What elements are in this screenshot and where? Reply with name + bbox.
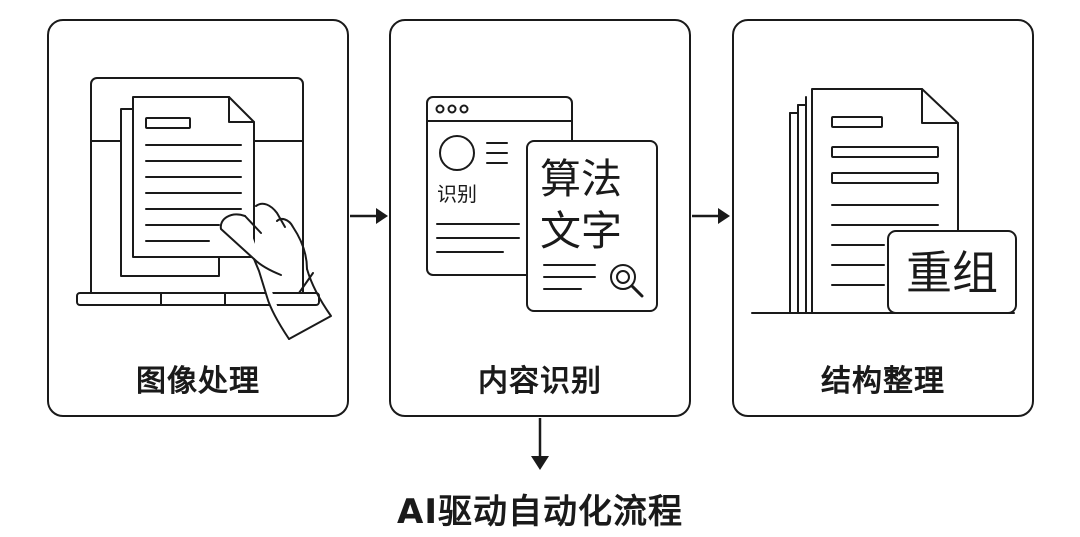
recognition-text-line1: 算法 [540, 155, 622, 203]
step-card-content-recognition: 识别 算法 文字 内容识别 [389, 19, 691, 417]
step-label-structure-organization: 结构整理 [821, 364, 945, 399]
step-label-content-recognition: 内容识别 [478, 364, 602, 399]
step-card-image-processing: 图像处理 [47, 19, 349, 417]
arrow-right-icon [692, 208, 730, 224]
scanner-document-hand-icon [76, 77, 332, 340]
badge-text: 重组 [906, 246, 998, 300]
text-recognition-icon: 识别 算法 文字 [426, 96, 658, 312]
recognition-text-line2: 文字 [540, 207, 622, 255]
step-label-image-processing: 图像处理 [136, 364, 260, 399]
arrow-down-icon [531, 418, 549, 470]
document-stack-icon: 重组 [751, 88, 1017, 314]
recognition-small-label: 识别 [437, 182, 477, 206]
footer-caption: AI驱动自动化流程 [397, 492, 683, 532]
arrow-right-icon [350, 208, 388, 224]
step-card-structure-organization: 重组 结构整理 [732, 19, 1034, 417]
